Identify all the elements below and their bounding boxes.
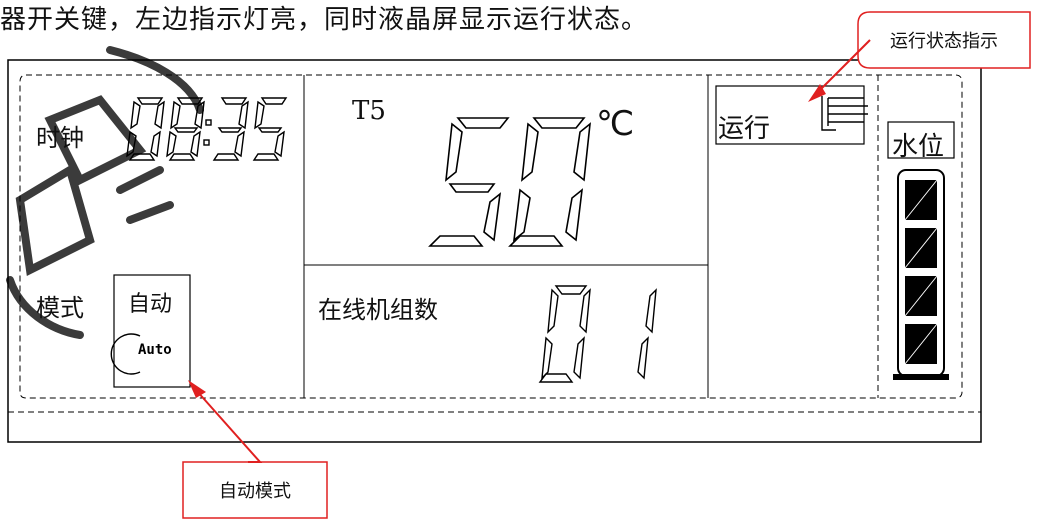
callout-run-status-arrowhead bbox=[808, 84, 826, 102]
callout-auto-mode-arrow bbox=[195, 389, 263, 463]
callout-auto-mode-arrowhead bbox=[188, 380, 206, 398]
run-box bbox=[715, 85, 865, 145]
inner-dashed-outline bbox=[19, 74, 963, 399]
callout-run-status-text: 运行状态指示 bbox=[890, 31, 998, 52]
callout-run-status-box bbox=[857, 11, 1031, 69]
mode-value: 自动 bbox=[128, 292, 173, 317]
temp-tag: T5 bbox=[352, 96, 386, 126]
callout-run-status-arrow bbox=[817, 39, 871, 93]
temp-digits bbox=[428, 117, 592, 247]
water-tank-base bbox=[893, 374, 949, 380]
run-label: 运行 bbox=[718, 114, 771, 144]
water-level-bars bbox=[904, 179, 938, 365]
auto-icon-text: Auto bbox=[138, 342, 172, 358]
auto-mode-icon bbox=[110, 333, 141, 375]
mode-box bbox=[113, 274, 191, 388]
temp-unit: ℃ bbox=[596, 104, 635, 144]
clock-digits bbox=[126, 97, 288, 161]
water-label-box bbox=[887, 121, 955, 159]
run-status-icon bbox=[821, 96, 868, 131]
units-label: 在线机组数 bbox=[318, 296, 438, 324]
intro-text: 器开关键，左边指示灯亮，同时液晶屏显示运行状态。 bbox=[0, 5, 649, 35]
water-label: 水位 bbox=[892, 132, 945, 162]
outer-frame bbox=[7, 59, 982, 443]
callout-auto-mode-text: 自动模式 bbox=[219, 481, 291, 502]
units-digits bbox=[538, 285, 657, 383]
watermark bbox=[6, 46, 204, 339]
mode-label: 模式 bbox=[36, 294, 84, 322]
clock-label: 时钟 bbox=[36, 124, 84, 152]
